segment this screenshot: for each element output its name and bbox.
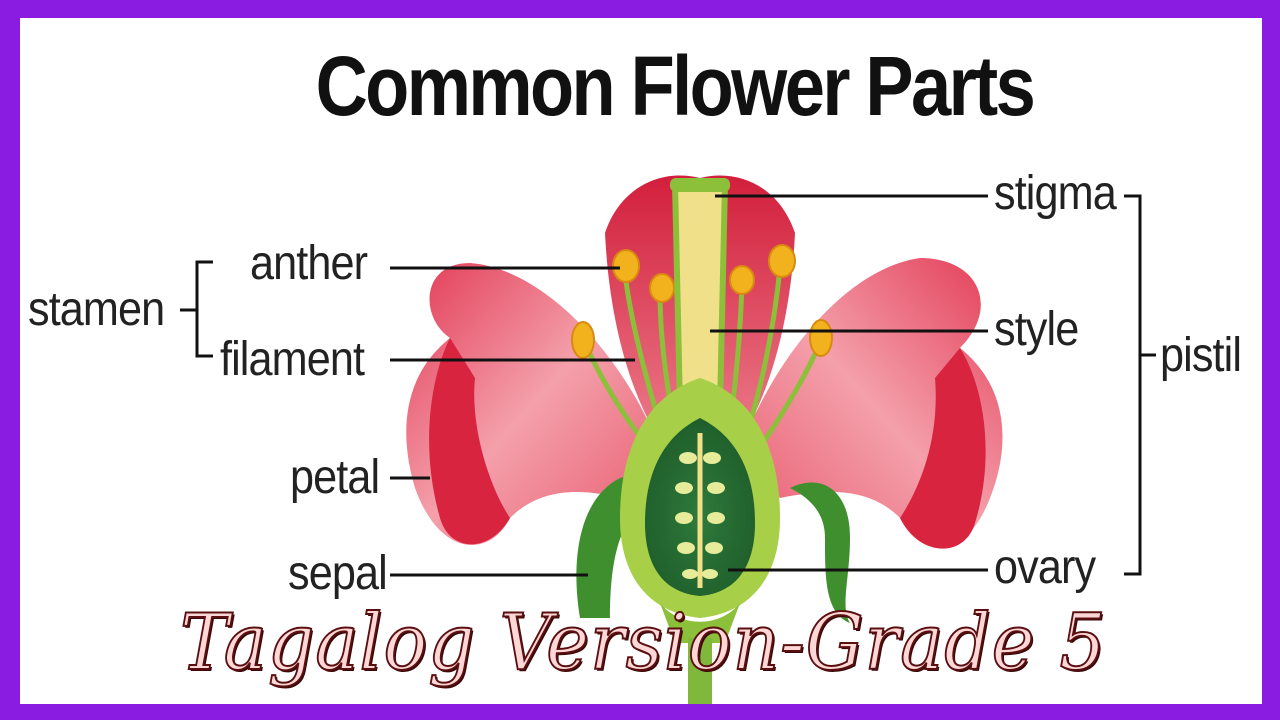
sepal-right [790, 482, 850, 623]
anthers [571, 244, 833, 359]
subtitle-caption: Tagalog Version-Grade 5 [179, 597, 1107, 689]
style [671, 180, 729, 411]
stem [688, 638, 712, 704]
ovules [675, 452, 725, 579]
label-stigma: stigma [994, 167, 1117, 220]
label-pistil: pistil [1160, 329, 1242, 382]
label-petal: petal [290, 451, 380, 504]
diagram-canvas: Common Flower Parts [20, 18, 1262, 704]
label-sepal: sepal [288, 547, 388, 600]
label-style: style [994, 303, 1079, 356]
label-anther: anther [250, 237, 368, 290]
label-filament: filament [220, 333, 365, 386]
sepal-left [576, 477, 660, 618]
flower-illustration [180, 175, 1156, 704]
diagram-title: Common Flower Parts [315, 39, 1036, 133]
label-ovary: ovary [994, 541, 1096, 594]
stigma [670, 178, 730, 192]
label-stamen: stamen [28, 283, 165, 336]
leader-lines [180, 194, 1156, 577]
